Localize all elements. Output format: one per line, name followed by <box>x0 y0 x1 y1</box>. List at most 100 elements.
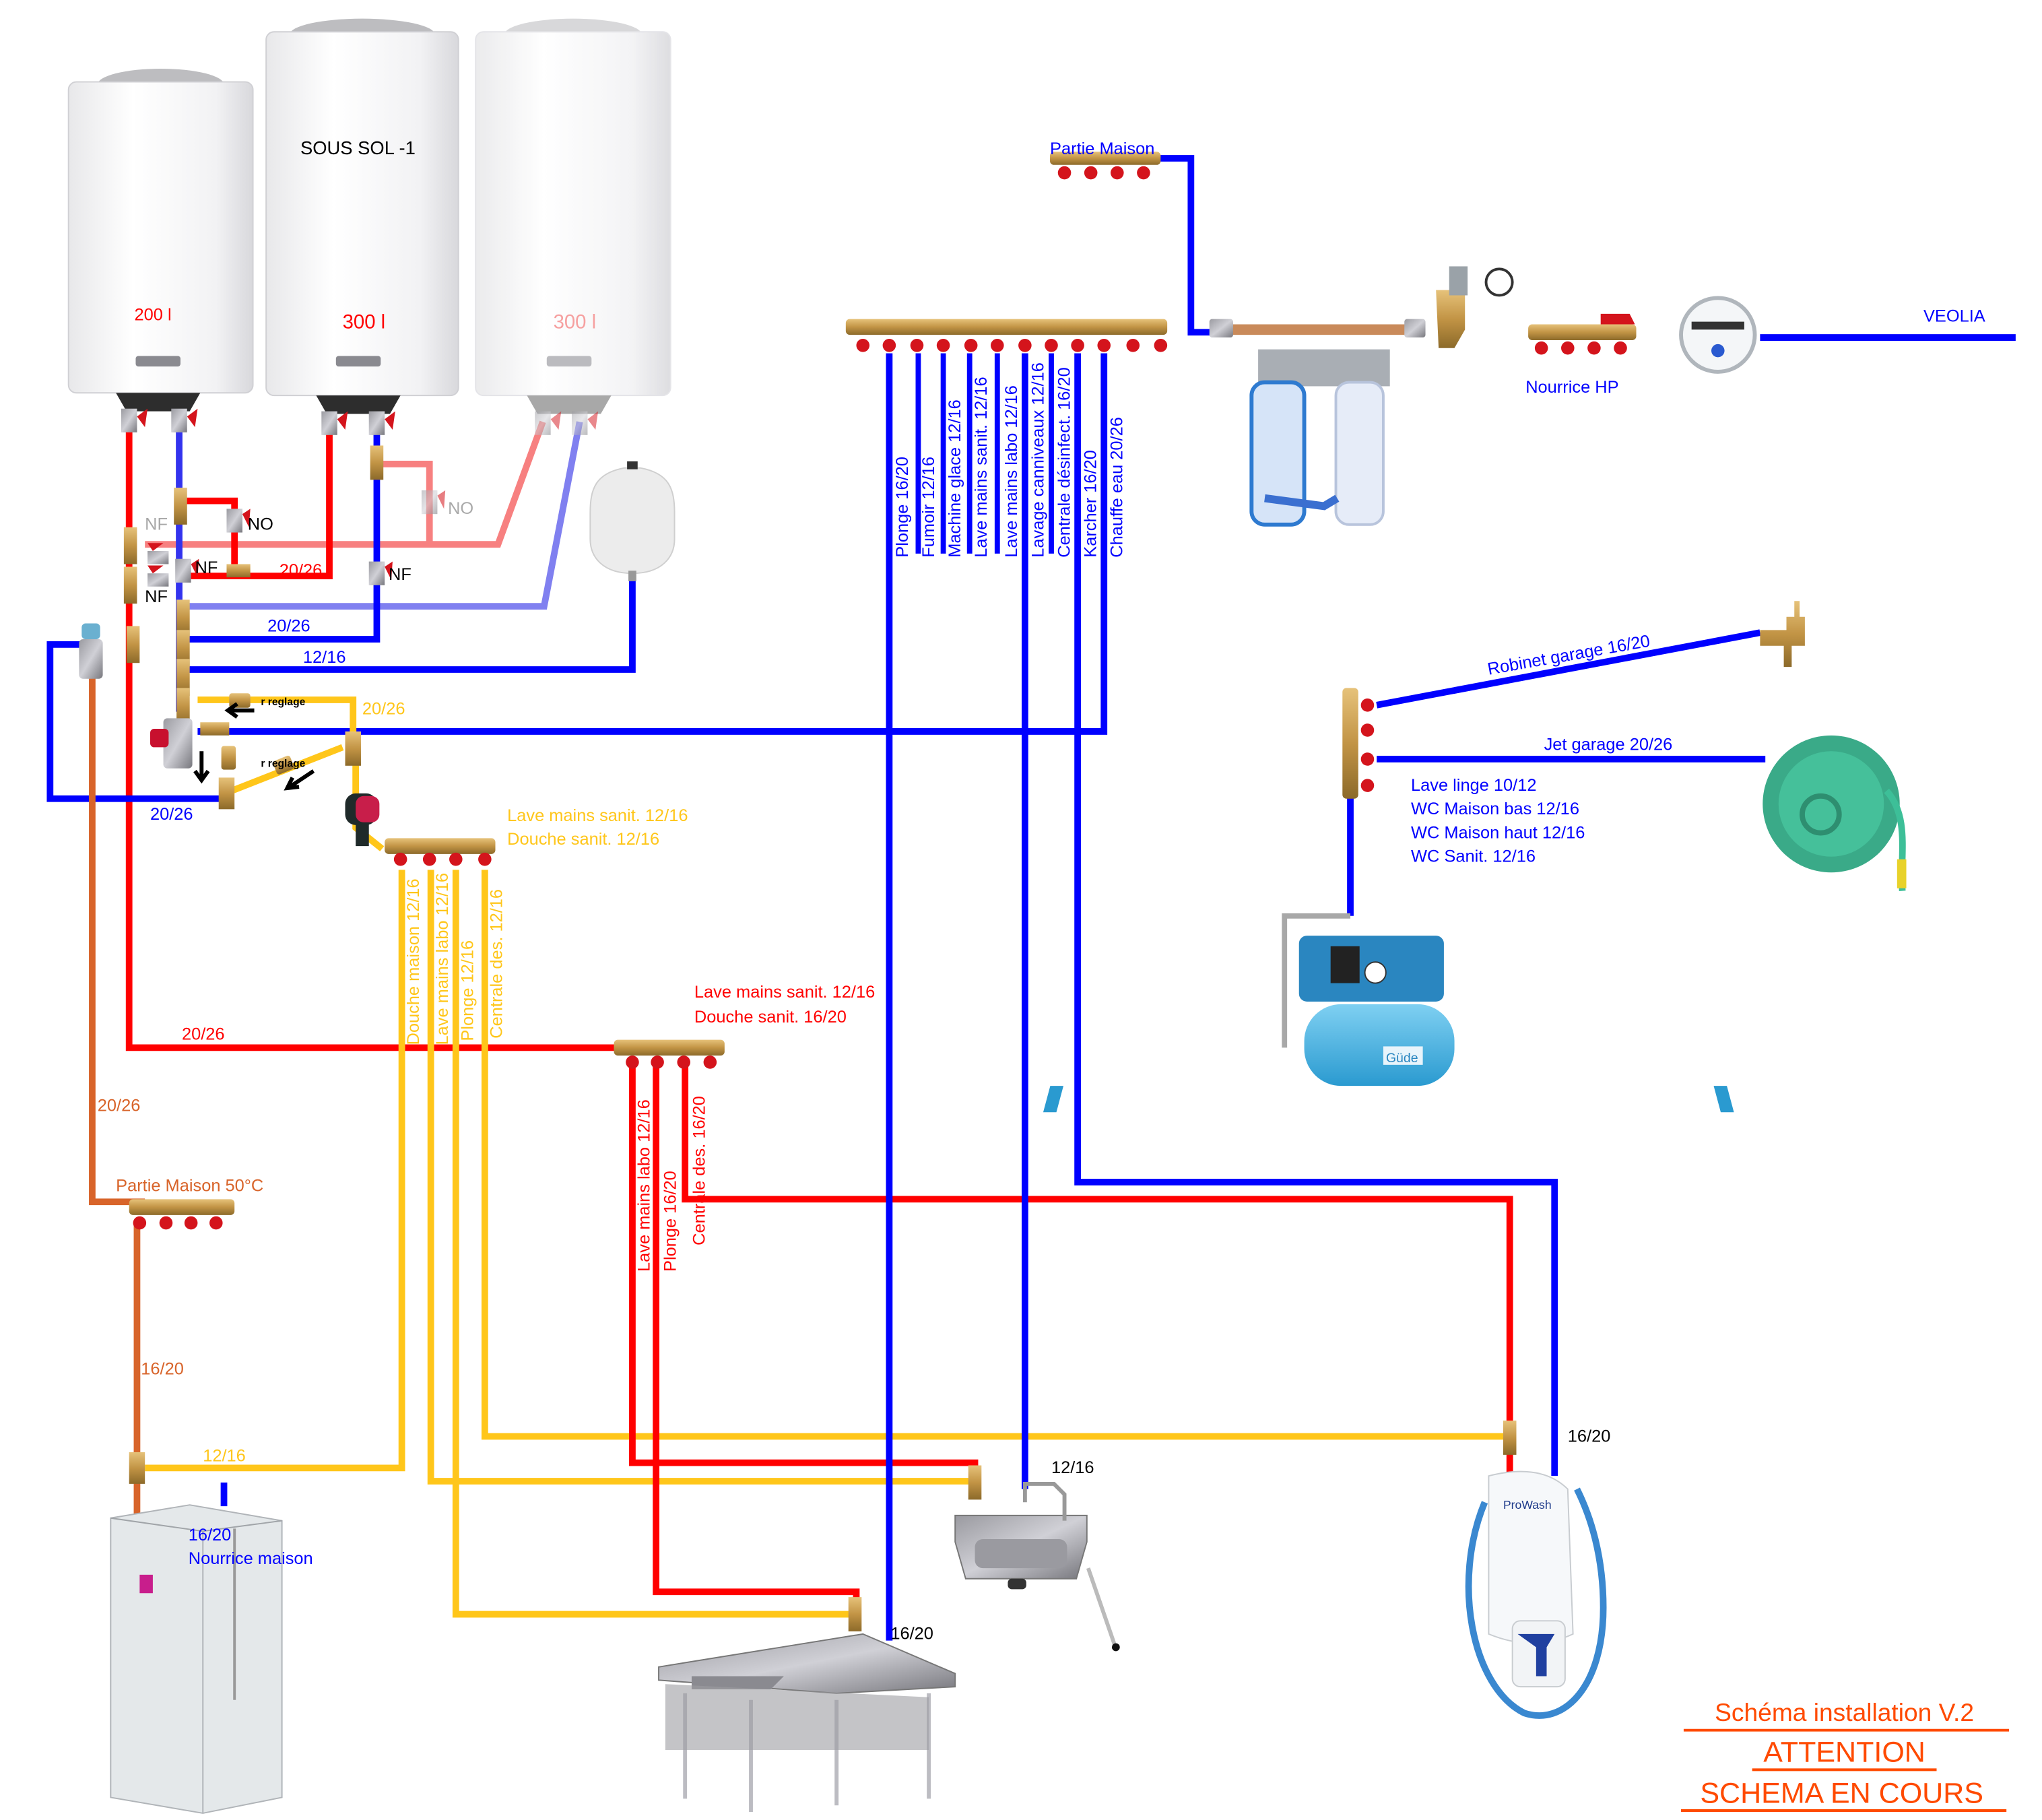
outdoor-tap-icon <box>1760 601 1805 668</box>
pressure-reducer-icon <box>1436 290 1465 348</box>
output-label: Centrale désinfect. 16/20 <box>1055 367 1074 557</box>
hot-note: Lave mains sanit. 12/16 <box>694 983 875 1002</box>
tank-volume: 300 l <box>554 311 597 333</box>
pipe-faded-cold <box>184 421 583 610</box>
safety-valve-group-icon <box>150 718 193 769</box>
pipe-size-label: 20/26 <box>362 700 405 719</box>
output-label: Machine glace 12/16 <box>946 399 964 557</box>
ball-valve-icon <box>571 411 599 435</box>
pipe-cold-expansion <box>184 579 636 673</box>
nourrice-hp-label: Nourrice HP <box>1525 378 1618 397</box>
tee-fitting-icon <box>370 445 384 480</box>
tee-fitting-icon <box>200 722 230 736</box>
valve-state-no: NO <box>248 515 273 534</box>
veolia-label: VEOLIA <box>1923 307 1985 326</box>
pipe-cold-chauffe-eau <box>197 353 1108 735</box>
prowash-station-icon: ProWash <box>1465 1470 1607 1719</box>
ball-valve-icon <box>147 543 169 564</box>
output-label: Centrale des. 12/16 <box>487 889 506 1039</box>
pipe-loop-centrale <box>481 870 1510 1440</box>
tank-volume: 300 l <box>343 311 386 333</box>
water-heater-300-sous-sol: SOUS SOL -1 300 l <box>265 18 459 414</box>
pipe-size-label: 20/26 <box>267 616 310 635</box>
output-label: Lave mains labo 12/16 <box>1002 385 1021 558</box>
output-label: Chauffe eau 20/26 <box>1108 417 1127 558</box>
tee-fitting-icon <box>1503 1421 1517 1455</box>
garage-note: WC Sanit. 12/16 <box>1411 847 1536 866</box>
manifold-partie-maison: Partie Maison <box>1050 139 1161 180</box>
pipe-loop-douche-maison <box>145 870 405 1472</box>
check-valve-icon <box>221 746 236 770</box>
tank-volume: 200 l <box>135 306 172 325</box>
tee-fitting-icon <box>218 777 235 810</box>
hot-manifold-labels: Lave mains sanit. 12/16 Douche sanit. 16… <box>634 983 875 1272</box>
pipe-hot-no-loop <box>184 497 238 580</box>
tee-fitting-icon <box>123 566 137 604</box>
output-label: Lavage canniveaux 12/16 <box>1028 362 1047 558</box>
output-label: Douche maison 12/16 <box>404 878 423 1045</box>
ball-valve-icon <box>421 490 446 515</box>
output-label: Plonge 16/20 <box>661 1171 680 1272</box>
manifold-house: Partie Maison 50°C <box>116 1177 263 1230</box>
tee-fitting-icon <box>226 564 251 578</box>
pressure-gauge-icon <box>1484 267 1514 297</box>
tee-fitting-icon <box>345 731 361 766</box>
supply-assembly: Nourrice HP VEOLIA <box>1209 266 1985 527</box>
main-manifold-output-labels: Plonge 16/20 Fumoir 12/16 Machine glace … <box>893 362 1127 558</box>
pipe-size-labels: 20/26 20/26 12/16 r reglage 20/26 r regl… <box>98 561 405 1466</box>
ball-valve-icon <box>121 408 148 432</box>
pipe-hot-tank2 <box>234 422 333 580</box>
ball-valve-icon <box>535 411 562 435</box>
garage-labels: Robinet garage 16/20 Jet garage 20/26 La… <box>1411 632 1672 866</box>
water-meter-icon <box>1679 296 1757 374</box>
pipe-faded-hot <box>145 420 546 548</box>
shower-supply-source: Nourrice maison <box>189 1549 313 1568</box>
hot-note: Douche sanit. 16/20 <box>694 1008 847 1027</box>
booster-pump-icon: Güde <box>1043 913 1734 1113</box>
prowash-brand: ProWash <box>1503 1498 1552 1512</box>
loop-note: Lave mains sanit. 12/16 <box>507 806 688 825</box>
tee-fitting-icon <box>176 659 190 696</box>
loop-manifold-labels: Lave mains sanit. 12/16 Douche sanit. 12… <box>404 806 688 1045</box>
valve-state-labels: NF NO NF NF NF NO <box>145 499 473 606</box>
tee-fitting-icon <box>968 1465 982 1500</box>
water-filter-icon <box>1249 349 1390 527</box>
ball-valve-icon <box>321 411 348 435</box>
tee-fitting-icon <box>176 599 190 637</box>
pipe-hot-centrale <box>682 1064 1513 1483</box>
output-label: Lave mains labo 12/16 <box>433 873 452 1045</box>
title-block: Schéma installation V.2 ATTENTION SCHEMA… <box>1681 1698 2010 1812</box>
tee-fitting-icon <box>848 1597 862 1631</box>
prowash-size-label: 16/20 <box>1568 1427 1611 1445</box>
sink-size-label: 12/16 <box>1051 1458 1094 1477</box>
loop-note: Douche sanit. 12/16 <box>507 830 659 849</box>
manifold-title: Partie Maison 50°C <box>116 1177 263 1196</box>
output-label: Centrale des. 16/20 <box>690 1096 709 1245</box>
pipe-cold-karcher <box>1074 353 1558 1476</box>
tank-location-label: SOUS SOL -1 <box>300 137 416 158</box>
valve-state-nf: NF <box>389 565 411 584</box>
garage-note: Lave linge 10/12 <box>1411 776 1536 795</box>
garage-note: WC Maison bas 12/16 <box>1411 800 1579 818</box>
pipe-size-label: 20/26 <box>279 561 323 580</box>
valve-state-nf: NF <box>145 515 168 534</box>
shower-supply-size: 16/20 <box>189 1526 232 1545</box>
valve-state-nf: NF <box>145 587 168 606</box>
pipe-faded-hot-branch <box>382 460 433 545</box>
circulator-pump-icon <box>345 793 380 847</box>
shower-cabin-icon <box>110 1504 283 1814</box>
pipe-robinet-garage <box>1376 629 1761 709</box>
output-label: Lave mains sanit. 12/16 <box>972 377 991 557</box>
plonge-sink-icon <box>658 1633 956 1812</box>
tee-fitting-icon <box>129 1452 145 1484</box>
ball-valve-icon <box>171 408 198 432</box>
manifold-garage <box>1342 688 1375 799</box>
output-label: Plonge 16/20 <box>893 457 912 558</box>
flow-arrow-icon <box>193 751 210 784</box>
manifold-main <box>845 319 1168 352</box>
plonge-size-label: 16/20 <box>890 1625 933 1644</box>
pipe-size-label: 20/26 <box>98 1096 141 1115</box>
pipe-size-label: 12/16 <box>203 1447 246 1466</box>
check-valve-icon <box>273 755 294 775</box>
